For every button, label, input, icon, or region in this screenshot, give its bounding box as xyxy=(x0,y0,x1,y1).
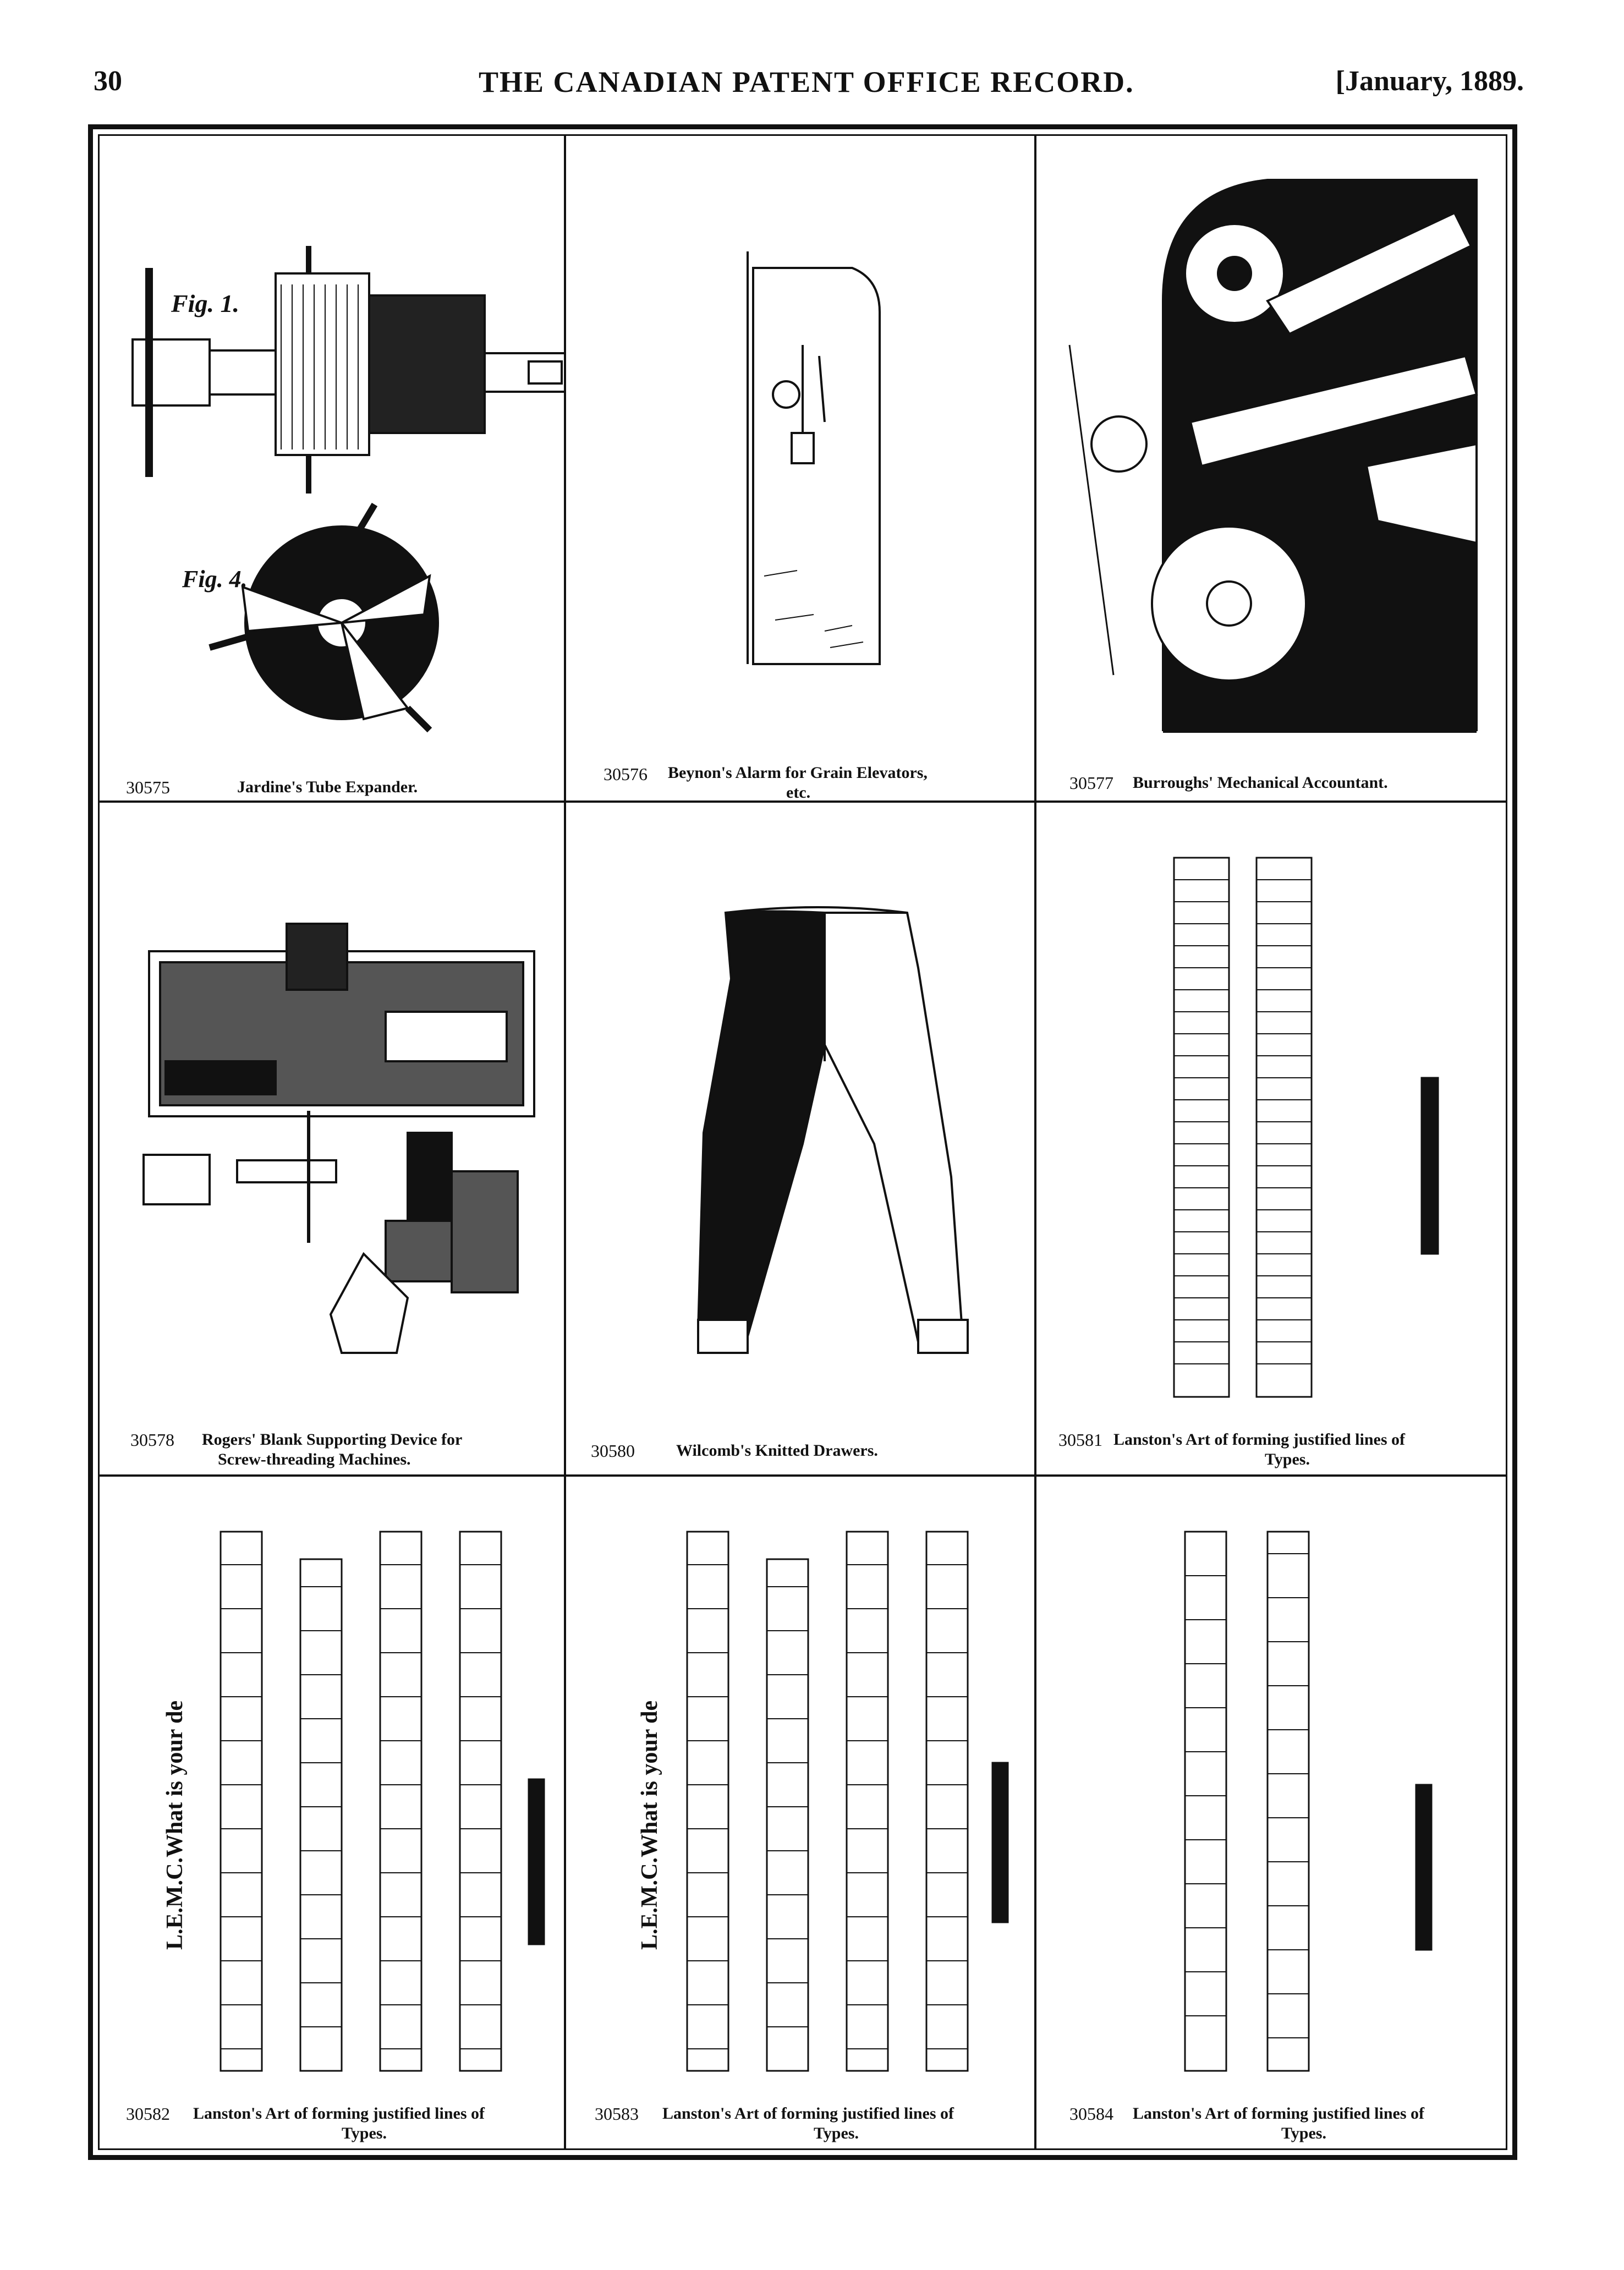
patent-number-30575: 30575 xyxy=(126,777,170,797)
page-frame-inner xyxy=(98,134,1507,2150)
grid-divider-v1 xyxy=(564,136,566,2148)
patent-cell-30584: 30584 Lanston's Art of forming justified… xyxy=(1036,1477,1506,2148)
grid-divider-h1 xyxy=(100,800,1506,803)
patent-title-30583-cont: Types. xyxy=(814,2124,859,2142)
patent-number-30577: 30577 xyxy=(1069,773,1113,793)
grain-alarm-figure xyxy=(747,251,881,665)
page-header: 30 THE CANADIAN PATENT OFFICE RECORD. [J… xyxy=(94,65,1524,109)
patent-cell-30580: 30580 Wilcomb's Knitted Drawers. xyxy=(566,803,1034,1474)
lanston-30583-figure: L.E.M.C.What is your de xyxy=(637,1531,1009,2072)
issue-date: [January, 1889. xyxy=(1335,65,1524,97)
patent-cell-30583: L.E.M.C.What is your de 30583 Lanston's … xyxy=(566,1477,1034,2148)
patent-cell-30582: L.E.M.C.What is your de 30582 Lanston's … xyxy=(100,1477,564,2148)
tube-expander-figure: Fig. 1. Fig. 4. xyxy=(131,246,564,733)
lanston-30582-figure: L.E.M.C.What is your de xyxy=(162,1531,545,2072)
patent-cell-30577: 30577 Burroughs' Mechanical Accountant. xyxy=(1036,136,1506,800)
patent-number-30581: 30581 xyxy=(1058,1430,1102,1450)
lanston-30584-figure xyxy=(1184,1531,1433,2072)
page-frame-outer xyxy=(88,124,1517,2160)
patent-title-30581: Lanston's Art of forming justified lines… xyxy=(1113,1430,1406,1449)
patent-title-30577: Burroughs' Mechanical Accountant. xyxy=(1133,774,1388,792)
patent-title-30584-cont: Types. xyxy=(1281,2124,1326,2142)
patent-title-30580: Wilcomb's Knitted Drawers. xyxy=(676,1441,878,1460)
blank-supporting-device-figure xyxy=(142,923,535,1354)
patent-number-30580: 30580 xyxy=(591,1441,635,1461)
patent-number-30582: 30582 xyxy=(126,2104,170,2124)
patent-number-30578: 30578 xyxy=(130,1430,174,1450)
patent-title-30575: Jardine's Tube Expander. xyxy=(237,778,418,796)
patent-title-30576-cont: etc. xyxy=(786,783,811,802)
grid-divider-v2 xyxy=(1034,136,1036,2148)
patent-number-30583: 30583 xyxy=(595,2104,639,2124)
grid-divider-h2 xyxy=(100,1474,1506,1477)
patent-title-30578-cont: Screw-threading Machines. xyxy=(218,1450,411,1468)
patent-title-30578: Rogers' Blank Supporting Device for xyxy=(202,1430,463,1449)
patent-cell-30578: 30578 Rogers' Blank Supporting Device fo… xyxy=(100,803,564,1474)
patent-title-30584: Lanston's Art of forming justified lines… xyxy=(1133,2104,1425,2123)
page-number: 30 xyxy=(94,65,122,97)
mechanical-accountant-figure xyxy=(1068,179,1478,733)
patent-title-30582-cont: Types. xyxy=(342,2124,387,2142)
patent-number-30576: 30576 xyxy=(603,764,648,784)
patent-title-30576: Beynon's Alarm for Grain Elevators, xyxy=(668,764,928,782)
patent-cell-30576: 30576 Beynon's Alarm for Grain Elevators… xyxy=(566,136,1034,802)
tube-fig4-label: Fig. 4. xyxy=(182,566,248,593)
journal-title: THE CANADIAN PATENT OFFICE RECORD. xyxy=(479,65,1134,98)
patent-cell-30581: 30581 Lanston's Art of forming justified… xyxy=(1036,803,1506,1474)
patent-number-30584: 30584 xyxy=(1069,2104,1113,2124)
patent-title-30582: Lanston's Art of forming justified lines… xyxy=(193,2104,485,2123)
patent-cell-30575: Fig. 1. Fig. 4. 30575 Jardine's Tube Exp… xyxy=(100,136,564,800)
patent-title-30581-cont: Types. xyxy=(1265,1450,1310,1468)
lanston-30583-vertical-text: L.E.M.C.What is your de xyxy=(637,1701,662,1950)
lanston-30581-figure xyxy=(1173,857,1439,1398)
patent-title-30583: Lanston's Art of forming justified lines… xyxy=(662,2104,954,2123)
knitted-drawers-figure xyxy=(696,906,969,1354)
lanston-30582-vertical-text: L.E.M.C.What is your de xyxy=(162,1701,188,1950)
tube-fig1-label: Fig. 1. xyxy=(171,289,239,317)
